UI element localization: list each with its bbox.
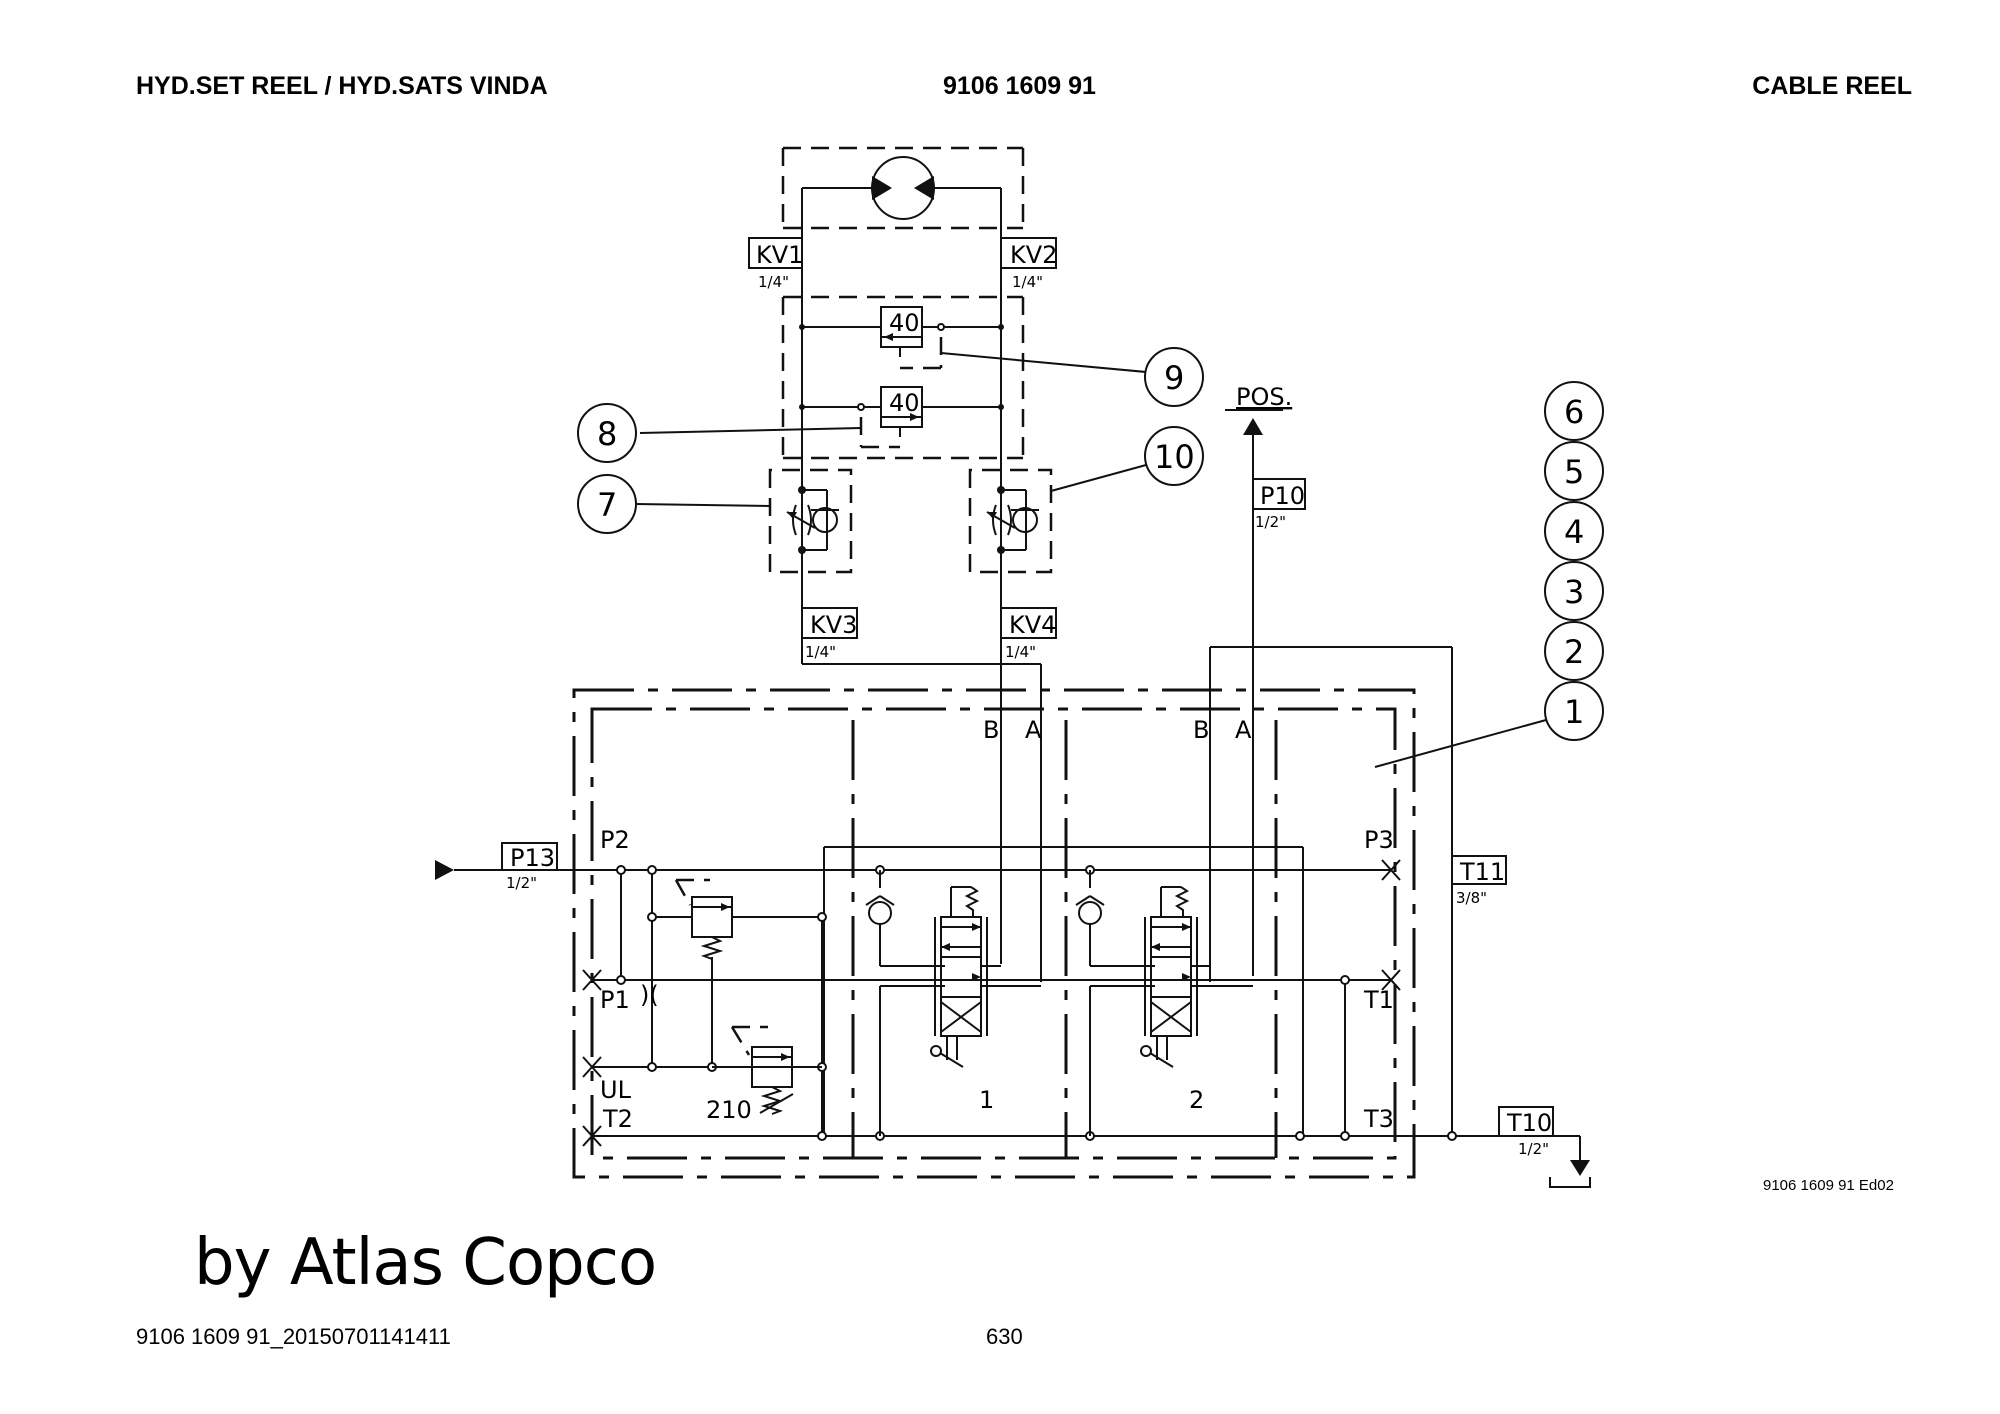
flow-control-valve-left (768, 468, 853, 574)
port-kv1: KV1 1/4" (748, 237, 803, 291)
svg-text:1/2": 1/2" (1255, 513, 1286, 531)
junction-dots (616, 865, 1457, 1141)
footer-document-id: 9106 1609 91_20150701141411 (136, 1324, 451, 1349)
svg-text:6: 6 (1564, 393, 1584, 431)
svg-text:T10: T10 (1506, 1109, 1552, 1137)
callout-9: 9 (940, 347, 1204, 407)
document-title: HYD.SET REEL / HYD.SATS VINDA (136, 72, 548, 100)
svg-text:P13: P13 (510, 844, 555, 872)
svg-text:P10: P10 (1260, 482, 1305, 510)
svg-text:210: 210 (706, 1096, 752, 1124)
svg-text:40: 40 (889, 389, 920, 417)
svg-text:5: 5 (1564, 453, 1584, 491)
svg-text:3/8": 3/8" (1456, 889, 1487, 907)
edition-note: 9106 1609 91 Ed02 (1763, 1177, 1894, 1194)
port-kv2: KV2 1/4" (1000, 237, 1057, 291)
port-t10: T10 1/2" (1498, 1106, 1554, 1158)
section-title: CABLE REEL (1752, 72, 1912, 100)
svg-text:POS.: POS. (1236, 383, 1292, 411)
svg-text:1/4": 1/4" (805, 643, 836, 661)
port-p10: P10 1/2" (1252, 478, 1306, 531)
valve-block-outer (572, 688, 1416, 1179)
callout-stack: 6 5 4 3 2 1 (1374, 381, 1604, 768)
directional-valve-section-2 (1075, 870, 1253, 1136)
callout-2: 2 (1544, 621, 1604, 681)
port-t3: T3 (1363, 1105, 1394, 1133)
svg-text:T11: T11 (1459, 858, 1505, 886)
port-a-section1: A (1025, 716, 1042, 744)
tank-icon (1549, 1160, 1591, 1188)
callout-7: 7 (577, 474, 771, 534)
part-number: 9106 1609 91 (943, 72, 1096, 100)
port-b-section1: B (983, 716, 999, 744)
callout-4: 4 (1544, 501, 1604, 561)
hydraulic-motor-icon (871, 156, 935, 220)
svg-text:1/2": 1/2" (1518, 1140, 1549, 1158)
relief-valve: 210 (706, 1025, 822, 1124)
svg-text:KV4: KV4 (1009, 611, 1056, 639)
section-number-1: 1 (979, 1086, 994, 1114)
svg-text:8: 8 (597, 415, 617, 453)
svg-text:1/4": 1/4" (1005, 643, 1036, 661)
plug-p3-icon (1381, 859, 1401, 881)
callout-3: 3 (1544, 561, 1604, 621)
section-number-2: 2 (1189, 1086, 1204, 1114)
callout-8: 8 (577, 403, 862, 463)
svg-text:KV3: KV3 (810, 611, 857, 639)
svg-text:1: 1 (1564, 693, 1584, 731)
brand-watermark: by Atlas Copco (194, 1226, 657, 1300)
port-p2: P2 (600, 826, 630, 854)
counterbalance-enclosure (781, 295, 1025, 460)
svg-text:40: 40 (889, 309, 920, 337)
port-p3: P3 (1364, 826, 1394, 854)
svg-text:KV1: KV1 (756, 241, 803, 269)
svg-text:KV2: KV2 (1010, 241, 1057, 269)
port-p1: P1 (600, 986, 630, 1014)
svg-text:1/2": 1/2" (506, 874, 537, 892)
port-kv4: KV4 1/4" (1000, 607, 1057, 661)
port-p13: P13 1/2" (501, 842, 558, 892)
svg-text:1/4": 1/4" (758, 273, 789, 291)
svg-text:9: 9 (1164, 359, 1184, 397)
port-t2: T2 (602, 1105, 633, 1133)
svg-text:7: 7 (597, 486, 617, 524)
port-ul: UL (600, 1076, 632, 1104)
footer-page-number: 630 (986, 1324, 1023, 1349)
pos-output: POS. (1225, 383, 1292, 976)
port-t1: T1 (1363, 986, 1394, 1014)
motor-enclosure (781, 146, 1025, 230)
counterbalance-valve-upper: 40 (799, 306, 1004, 370)
svg-text:1/4": 1/4" (1012, 273, 1043, 291)
port-a-section2: A (1235, 716, 1252, 744)
svg-text:3: 3 (1564, 573, 1584, 611)
callout-6: 6 (1544, 381, 1604, 441)
directional-valve-section-1 (865, 870, 1041, 1136)
svg-text:2: 2 (1564, 633, 1584, 671)
valve-block-inner (590, 707, 1397, 1160)
flow-control-valve-right (968, 468, 1053, 574)
port-t11: T11 3/8" (1451, 855, 1507, 907)
callout-10: 10 (1050, 426, 1204, 492)
callout-1: 1 (1374, 681, 1604, 768)
inlet-arrow-icon (435, 860, 454, 880)
svg-text:4: 4 (1564, 513, 1584, 551)
port-kv3: KV3 1/4" (801, 607, 858, 661)
pressure-reducing-valve (674, 878, 733, 960)
counterbalance-valve-lower: 40 (799, 386, 1004, 449)
svg-text:10: 10 (1154, 438, 1195, 476)
callout-5: 5 (1544, 441, 1604, 501)
port-b-section2: B (1193, 716, 1209, 744)
orifice-symbol: )( (640, 981, 659, 1009)
